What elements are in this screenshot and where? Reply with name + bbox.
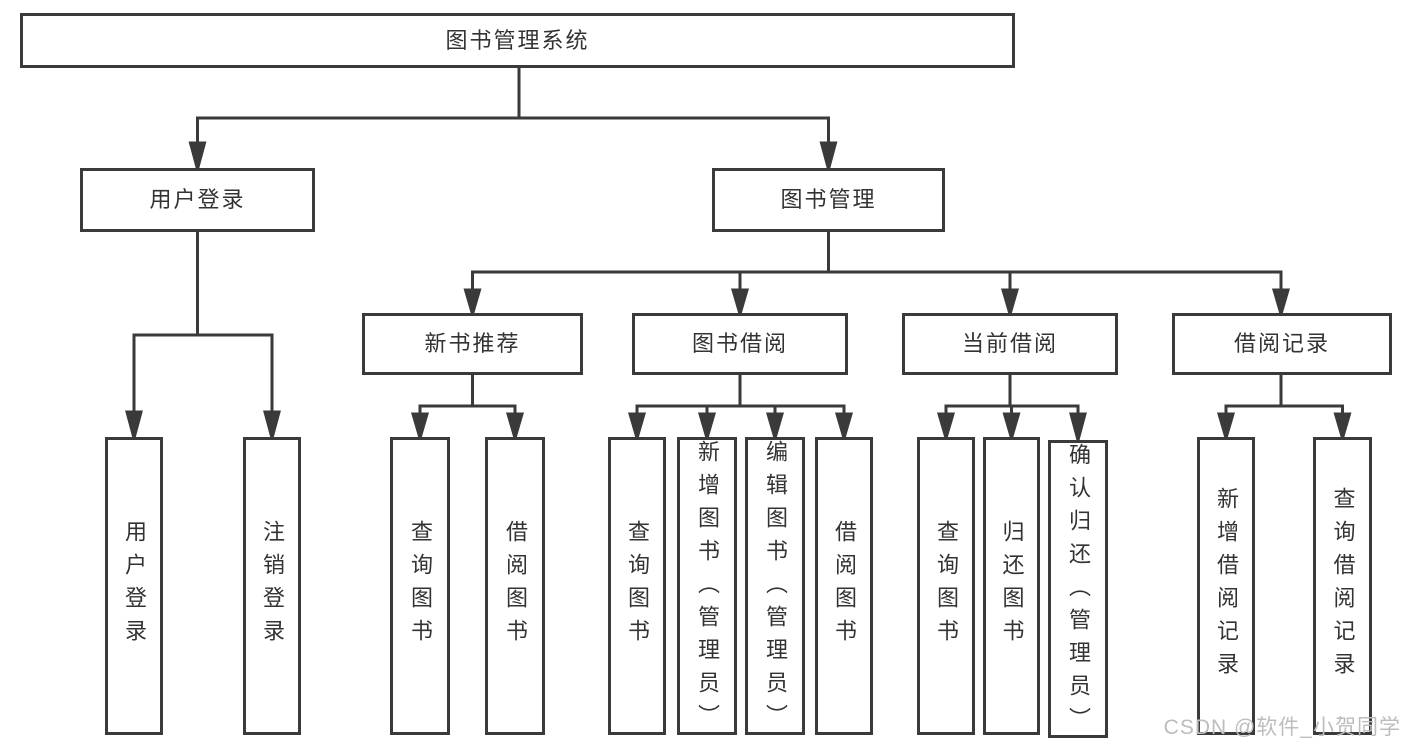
leaf-borrow-books-2: 借阅图书 xyxy=(815,437,873,735)
node-borrow-record: 借阅记录 xyxy=(1172,313,1392,375)
node-book-borrow: 图书借阅 xyxy=(632,313,848,375)
arrow-down-icon xyxy=(506,412,524,444)
connector-new-book-to-leaves xyxy=(411,374,524,444)
node-root: 图书管理系统 xyxy=(20,13,1015,68)
arrow-down-icon xyxy=(263,410,281,444)
connector-book-borrow-to-leaves xyxy=(628,374,853,444)
arrow-down-icon xyxy=(1272,288,1290,320)
leaf-add-borrow-record: 新增借阅记录 xyxy=(1197,437,1255,735)
arrow-down-icon xyxy=(698,412,716,444)
arrow-down-icon xyxy=(819,141,838,175)
leaf-logout: 注销登录 xyxy=(243,437,301,735)
arrow-down-icon xyxy=(411,412,429,444)
arrow-down-icon xyxy=(1333,412,1352,444)
connector-user-login-to-leaves xyxy=(125,231,281,444)
arrow-down-icon xyxy=(628,412,646,444)
leaf-user-login: 用户登录 xyxy=(105,437,163,735)
leaf-query-books-1: 查询图书 xyxy=(390,437,450,735)
csdn-watermark: CSDN @软件_小贺同学 xyxy=(1163,716,1401,739)
arrow-down-icon xyxy=(937,412,955,444)
leaf-add-book-admin: 新增图书（管理员） xyxy=(677,437,737,737)
arrow-down-icon xyxy=(1069,412,1087,446)
leaf-borrow-books-1: 借阅图书 xyxy=(485,437,545,735)
leaf-query-borrow-record: 查询借阅记录 xyxy=(1313,437,1372,735)
leaf-confirm-return-admin: 确认归还（管理员） xyxy=(1048,440,1108,740)
arrow-down-icon xyxy=(463,288,482,320)
arrow-down-icon xyxy=(1002,412,1021,444)
arrow-down-icon xyxy=(731,288,749,320)
arrow-down-icon xyxy=(125,410,143,444)
connector-book-management-to-level3 xyxy=(463,231,1290,320)
leaf-query-books-2: 查询图书 xyxy=(608,437,666,735)
arrow-down-icon xyxy=(766,412,784,444)
arrow-down-icon xyxy=(1217,412,1235,444)
leaf-edit-book-admin: 编辑图书（管理员） xyxy=(745,437,805,737)
arrow-down-icon xyxy=(1001,288,1019,320)
arrow-down-icon xyxy=(835,412,853,444)
leaf-return-book: 归还图书 xyxy=(983,437,1040,735)
connector-current-borrow-to-leaves xyxy=(937,374,1087,446)
node-new-book-recommend: 新书推荐 xyxy=(362,313,583,375)
arrow-down-icon xyxy=(188,141,207,175)
connector-root-to-level2 xyxy=(188,66,838,175)
leaf-query-books-3: 查询图书 xyxy=(917,437,975,735)
connector-borrow-record-to-leaves xyxy=(1217,374,1352,444)
node-book-management: 图书管理 xyxy=(712,168,945,232)
node-current-borrow: 当前借阅 xyxy=(902,313,1118,375)
node-user-login: 用户登录 xyxy=(80,168,315,232)
